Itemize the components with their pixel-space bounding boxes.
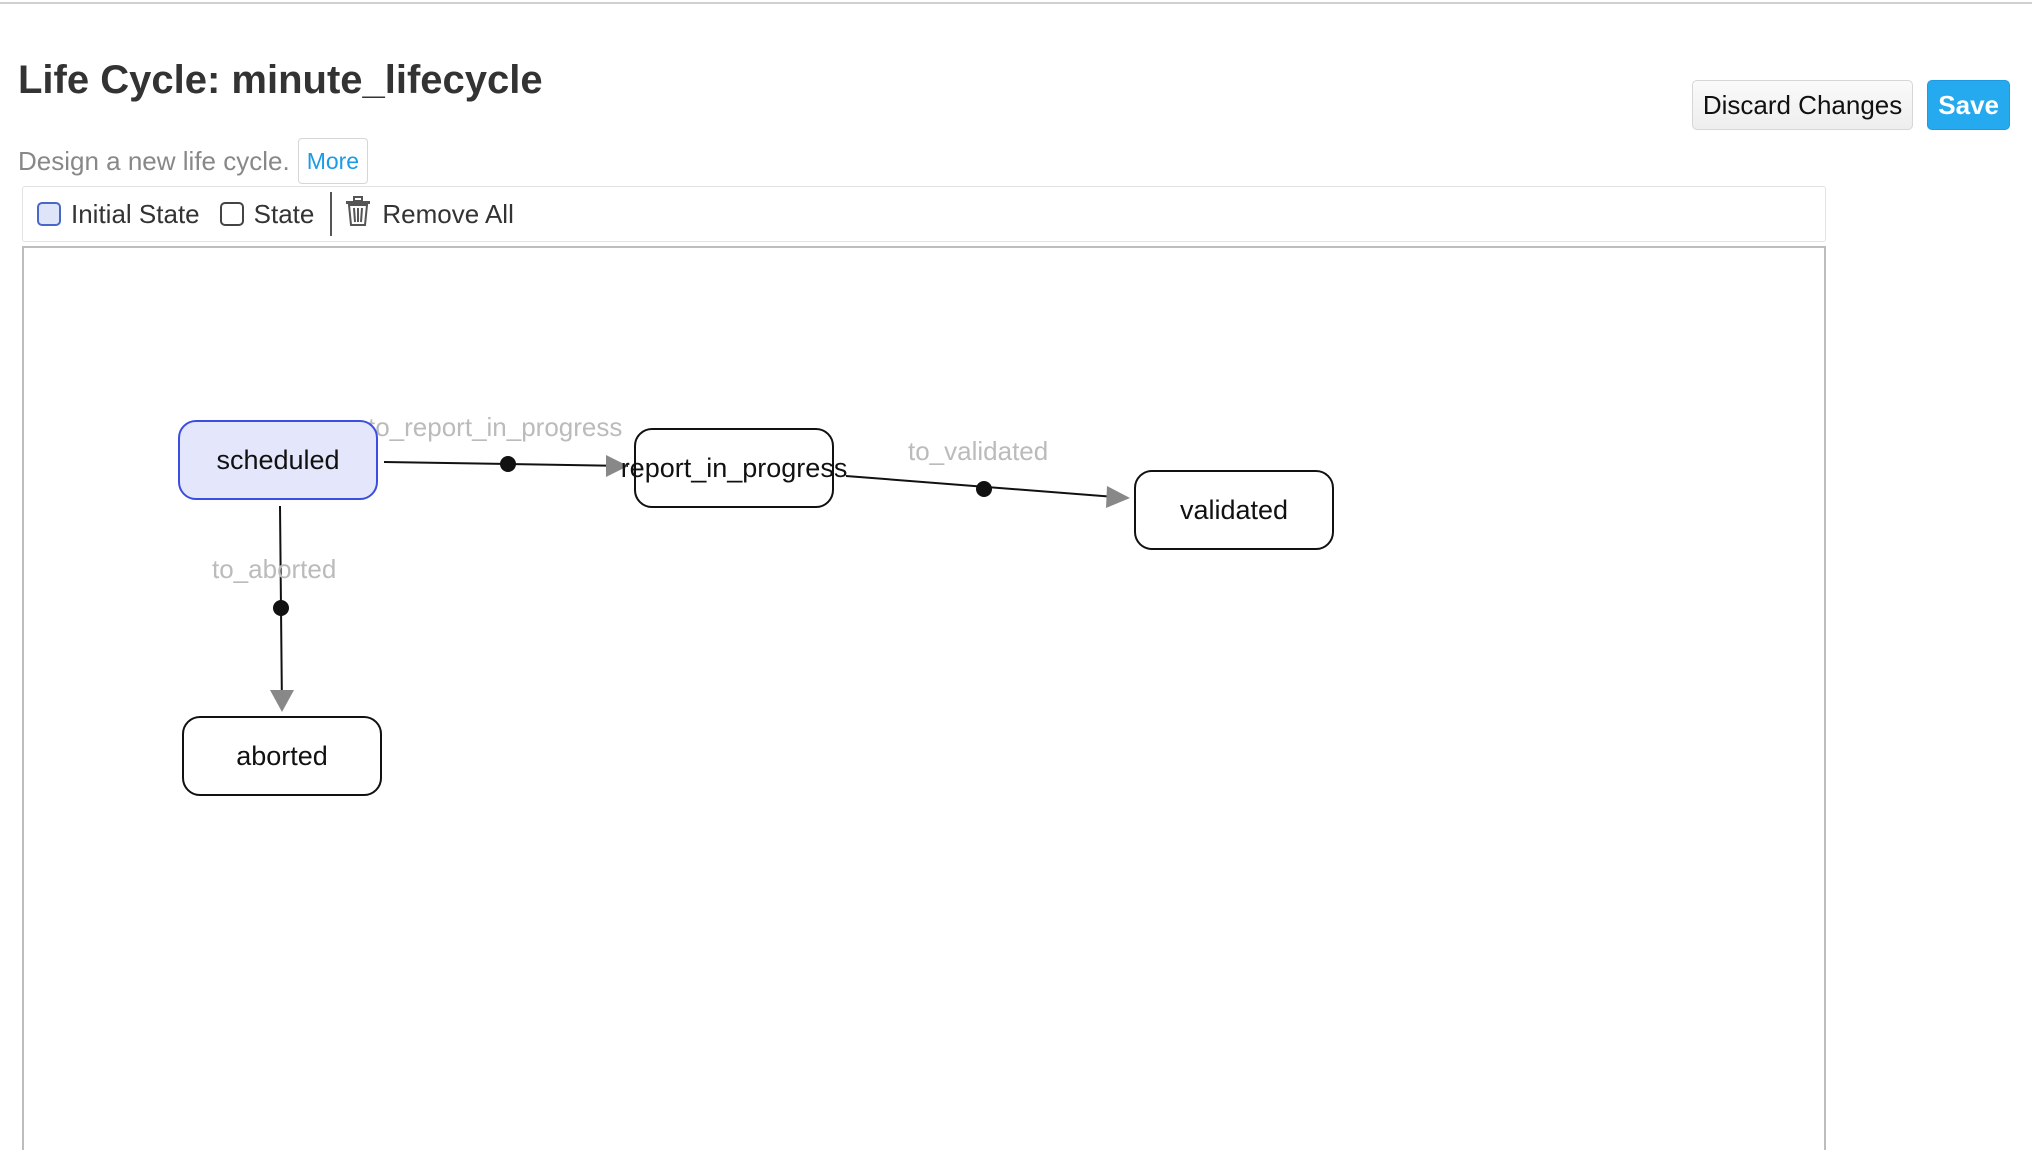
diagram-canvas[interactable]: to_report_in_progress to_validated to_ab… — [22, 246, 1826, 1150]
initial-state-swatch-icon — [37, 202, 61, 226]
trash-icon — [344, 195, 372, 234]
arrowhead-to-validated — [1106, 486, 1130, 508]
remove-all-tool-label: Remove All — [382, 198, 514, 229]
transition-label-to-report-in-progress[interactable]: to_report_in_progress — [368, 412, 623, 442]
arrowhead-to-report-in-progress — [606, 455, 628, 477]
transition-handle-to-validated[interactable] — [976, 481, 992, 497]
remove-all-tool[interactable]: Remove All — [344, 195, 514, 234]
state-node-aborted[interactable]: aborted — [182, 716, 382, 796]
initial-state-tool-label: Initial State — [71, 198, 200, 229]
state-label: aborted — [236, 740, 328, 771]
state-label: validated — [1179, 494, 1289, 525]
toolbar-divider — [330, 192, 333, 236]
add-initial-state-tool[interactable]: Initial State — [37, 199, 200, 230]
arrowhead-to-aborted — [270, 690, 294, 712]
top-divider — [0, 0, 2032, 4]
header-actions: Discard Changes Save — [1691, 80, 2010, 130]
transition-handle-to-report-in-progress[interactable] — [500, 456, 516, 472]
page-title: Life Cycle: minute_lifecycle — [18, 58, 543, 102]
page-subtitle: Design a new life cycle. — [18, 145, 290, 176]
more-button[interactable]: More — [297, 138, 369, 184]
state-tool-label: State — [253, 198, 315, 229]
diagram-toolbar: Initial State State Remove All — [22, 186, 1826, 242]
state-label: report_in_progress — [620, 452, 848, 483]
discard-changes-button[interactable]: Discard Changes — [1691, 80, 1914, 130]
state-node-validated[interactable]: validated — [1134, 470, 1334, 550]
save-button[interactable]: Save — [1927, 80, 2010, 130]
state-swatch-icon — [219, 202, 244, 226]
state-label: scheduled — [216, 444, 340, 475]
state-node-report-in-progress[interactable]: report_in_progress — [621, 428, 847, 508]
transition-label-to-validated[interactable]: to_validated — [908, 436, 1049, 466]
subtitle-row: Design a new life cycle. More — [18, 138, 369, 184]
state-node-scheduled[interactable]: scheduled — [178, 420, 378, 500]
add-state-tool[interactable]: State — [219, 198, 315, 230]
transition-handle-to-aborted[interactable] — [273, 600, 289, 616]
transition-layer — [270, 455, 1130, 712]
transition-label-to-aborted[interactable]: to_aborted — [212, 554, 337, 584]
